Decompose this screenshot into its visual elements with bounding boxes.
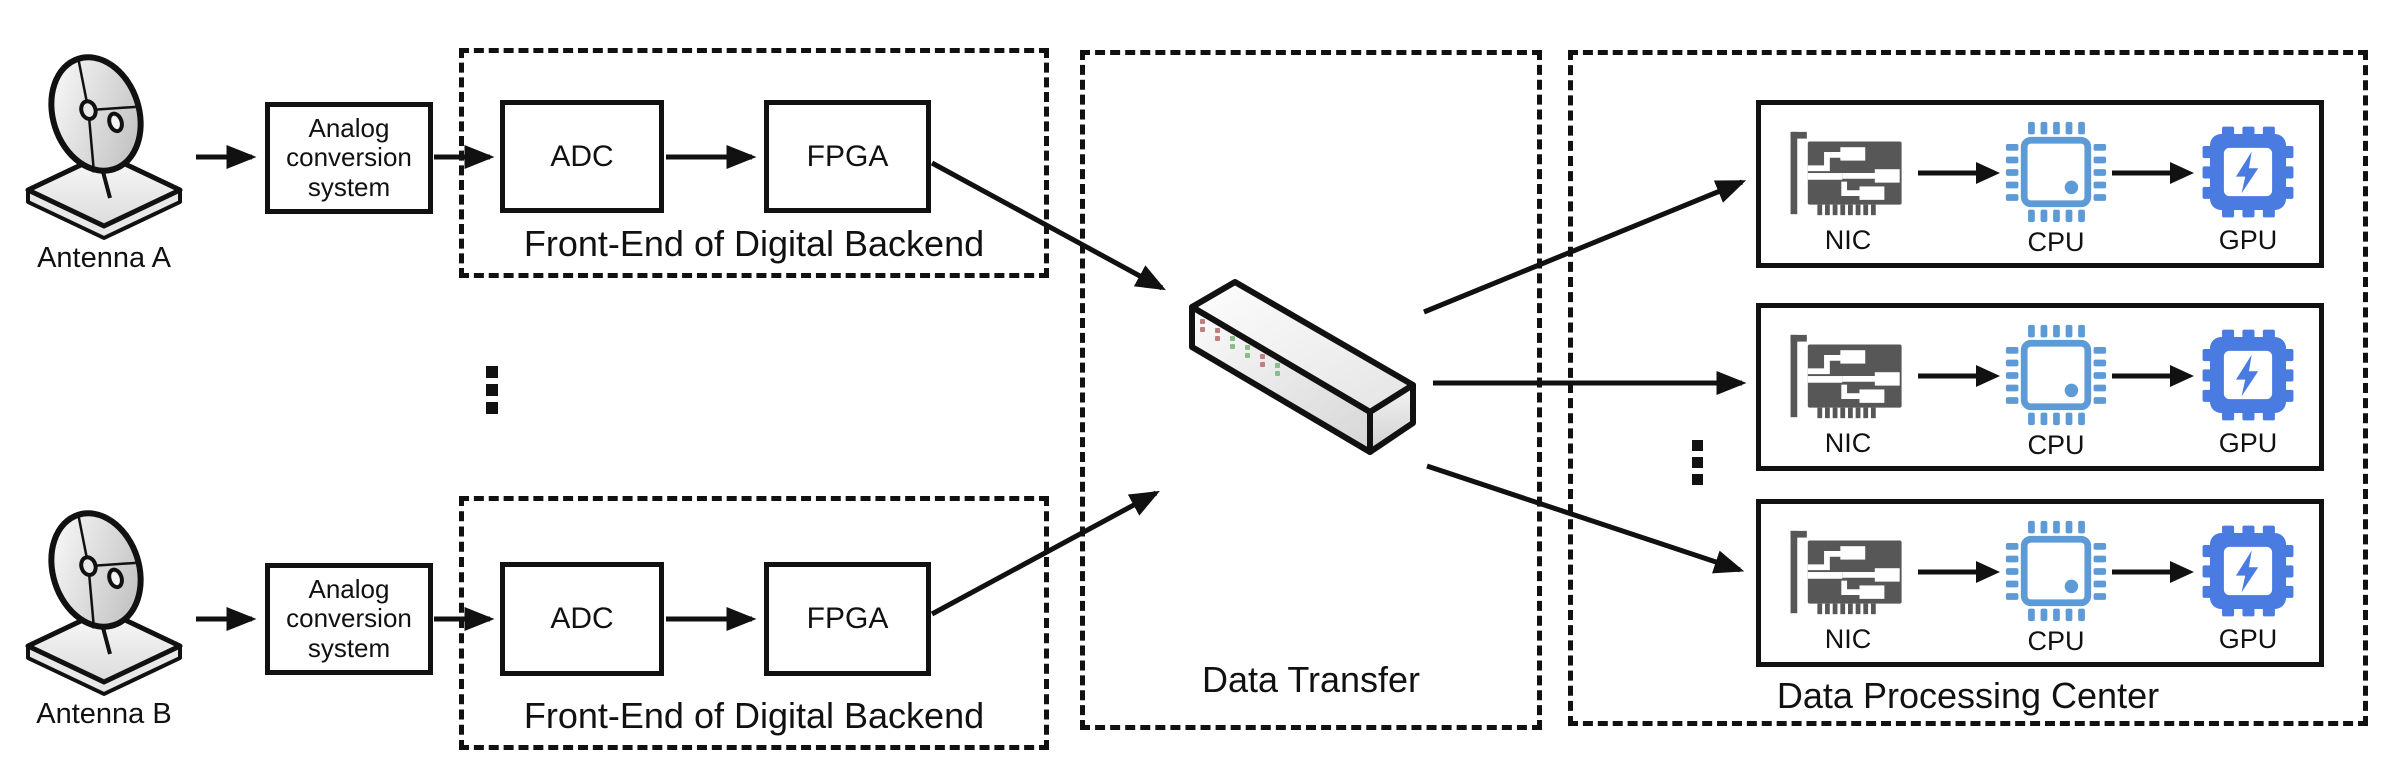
data-transfer-label: Data Transfer [1201,659,1421,700]
servers-ellipsis [1692,440,1703,485]
arrow-nic-cpu [1918,162,2000,184]
chains-ellipsis [486,366,498,414]
server-node-row: NIC CPU [1756,303,2324,471]
cpu-icon [2005,324,2107,426]
nic-label: NIC [1824,428,1872,458]
server-node-row: NIC CPU [1756,499,2324,667]
nic-label: NIC [1824,225,1872,255]
server-node-row: NIC CPU [1756,100,2324,268]
arrow-cpu-gpu [2112,162,2194,184]
frontend-group-b-label: Front-End of Digital Backend [523,695,985,736]
gpu-cell: GPU [2197,320,2299,459]
cpu-icon [2005,121,2107,223]
gpu-cell: GPU [2197,516,2299,655]
gpu-icon [2202,126,2294,218]
adc-box-a: ADC [500,100,664,213]
gpu-label: GPU [2218,624,2278,654]
cpu-cell: CPU [2003,516,2109,657]
gpu-icon [2202,525,2294,617]
antenna-a-label: Antenna A [37,242,171,274]
gpu-label: GPU [2218,428,2278,458]
switch-led-lights [1200,319,1280,376]
arrow-cpu-gpu [2112,365,2194,387]
antenna-b-label: Antenna B [36,698,172,730]
arrow-nic-cpu [1918,365,2000,387]
network-switch-icon [1189,279,1416,455]
data-processing-center-group: Data Processing Center [1568,50,2368,726]
adc-box-b: ADC [500,562,664,676]
data-transfer-group: Data Transfer [1080,50,1542,730]
arrow-nic-cpu [1918,561,2000,583]
cpu-label: CPU [2027,430,2085,460]
data-processing-center-label: Data Processing Center [1776,675,2160,716]
cpu-cell: CPU [2003,320,2109,461]
nic-cell: NIC [1781,320,1915,459]
nic-icon [1790,334,1902,419]
fpga-box-a: FPGA [764,100,931,213]
gpu-label: GPU [2218,225,2278,255]
nic-cell: NIC [1781,516,1915,655]
nic-icon [1790,530,1902,615]
fpga-box-b: FPGA [764,562,931,676]
arrow-cpu-gpu [2112,561,2194,583]
nic-icon [1790,131,1902,216]
cpu-icon [2005,520,2107,622]
gpu-cell: GPU [2197,117,2299,256]
nic-cell: NIC [1781,117,1915,256]
frontend-group-a-label: Front-End of Digital Backend [523,223,985,264]
nic-label: NIC [1824,624,1872,654]
satellite-antenna-icon [25,510,183,696]
frontend-group-b: Front-End of Digital Backend [459,496,1049,750]
cpu-label: CPU [2027,227,2085,257]
satellite-antenna-icon [25,54,183,240]
cpu-label: CPU [2027,626,2085,656]
analog-conversion-box-b: Analog conversion system [265,563,433,675]
cpu-cell: CPU [2003,117,2109,258]
analog-conversion-box-a: Analog conversion system [265,102,433,214]
gpu-icon [2202,329,2294,421]
